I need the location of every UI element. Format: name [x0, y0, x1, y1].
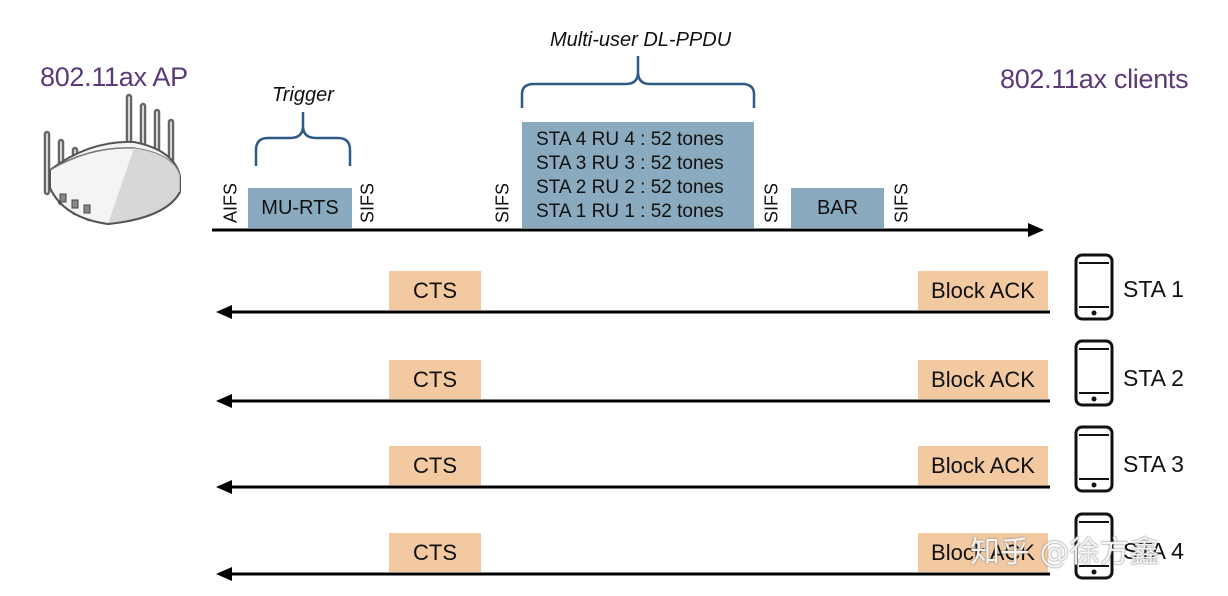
sta2-block-ack-frame: Block ACK — [918, 360, 1048, 399]
ppdu-label: Multi-user DL-PPDU — [550, 29, 732, 51]
smartphone-icon — [1074, 339, 1114, 407]
smartphone-icon — [1074, 253, 1114, 321]
mu-rts-frame: MU-RTS — [248, 188, 352, 228]
sta2-cts-frame: CTS — [389, 360, 481, 399]
sta1-cts-frame: CTS — [389, 271, 481, 310]
ap-timeline-arrowhead — [1028, 223, 1044, 237]
sta4-cts-frame: CTS — [389, 533, 481, 572]
sta4-label: STA 4 — [1123, 538, 1184, 564]
sifs-label-2: SIFS — [492, 182, 513, 224]
access-point-icon — [43, 93, 181, 226]
bar-frame: BAR — [791, 188, 884, 228]
ppdu-frame: STA 4 RU 4 : 52 tones STA 3 RU 3 : 52 to… — [522, 122, 754, 228]
smartphone-icon — [1074, 512, 1114, 580]
smartphone-icon — [1074, 425, 1114, 493]
ppdu-line-sta2: STA 2 RU 2 : 52 tones — [536, 177, 724, 198]
sifs-label-4: SIFS — [891, 182, 912, 224]
sta3-cts-frame: CTS — [389, 446, 481, 485]
watermark: 知乎 @徐方鑫 — [970, 535, 1160, 570]
sta1-block-ack-frame: Block ACK — [918, 271, 1048, 310]
ppdu-line-sta4: STA 4 RU 4 : 52 tones — [536, 129, 724, 150]
ppdu-line-sta1: STA 1 RU 1 : 52 tones — [536, 201, 724, 222]
trigger-bracket — [254, 112, 352, 166]
sta1-label: STA 1 — [1123, 276, 1184, 302]
ppdu-bracket — [520, 56, 756, 108]
aifs-label: AIFS — [220, 182, 241, 224]
sifs-label-1: SIFS — [357, 182, 378, 224]
sta2-label: STA 2 — [1123, 365, 1184, 391]
ppdu-line-sta3: STA 3 RU 3 : 52 tones — [536, 153, 724, 174]
sta3-block-ack-frame: Block ACK — [918, 446, 1048, 485]
sta4-block-ack-frame: Block ACK — [918, 533, 1048, 572]
clients-title: 802.11ax clients — [1000, 64, 1189, 94]
sta3-label: STA 3 — [1123, 451, 1184, 477]
trigger-label: Trigger — [272, 84, 334, 106]
ap-title: 802.11ax AP — [40, 62, 188, 92]
sifs-label-3: SIFS — [761, 182, 782, 224]
